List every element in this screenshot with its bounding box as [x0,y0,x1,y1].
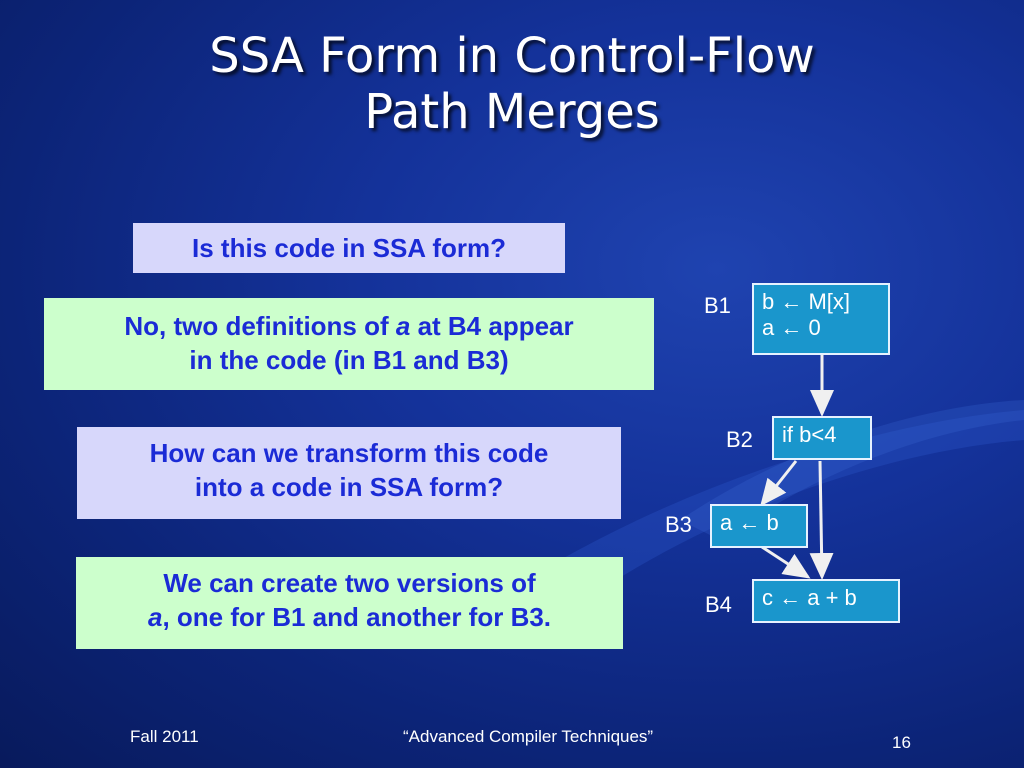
footer-course: “Advanced Compiler Techniques” [403,727,654,746]
question-2-line-2: into a code in SSA form? [194,472,504,502]
answer-box-2: We can create two versions of a, one for… [76,557,623,649]
title-line-1: SSA Form in Control-Flow [209,28,815,84]
question-box-1: Is this code in SSA form? [133,223,565,273]
answer-1-line-2: in the code (in B1 and B3) [189,345,509,375]
title-line-2: Path Merges [364,84,660,140]
answer-1-text-a: No, two definitions of [124,311,396,341]
footer-date: Fall 2011 [130,727,199,746]
block-label-b4: B4 [705,592,732,617]
question-box-2: How can we transform this code into a co… [77,427,621,519]
answer-box-1: No, two definitions of a at B4 appear in… [44,298,654,390]
block-label-b3: B3 [665,512,692,537]
answer-2-line-2: , one for B1 and another for B3. [162,602,552,632]
answer-1-text-b: at B4 appear [410,311,574,341]
block-b4: c ← a + b [752,579,900,623]
block-b2: if b<4 [772,416,872,460]
block-b1: b ← M[x] a ← 0 [752,283,890,355]
slide-title: SSA Form in Control-Flow Path Merges [0,28,1024,140]
block-label-b2: B2 [726,427,753,452]
question-1-text: Is this code in SSA form? [192,233,506,263]
block-label-b1: B1 [704,293,731,318]
block-b3: a ← b [710,504,808,548]
edge-b2-b4 [809,460,834,580]
question-2-line-1: How can we transform this code [149,438,549,468]
answer-2-variable: a [147,602,163,632]
page-number: 16 [892,733,911,752]
edge-b3-b4 [761,545,811,579]
answer-2-line-1: We can create two versions of [163,568,536,598]
edge-b2-b3 [760,460,798,507]
answer-1-variable: a [395,311,411,341]
